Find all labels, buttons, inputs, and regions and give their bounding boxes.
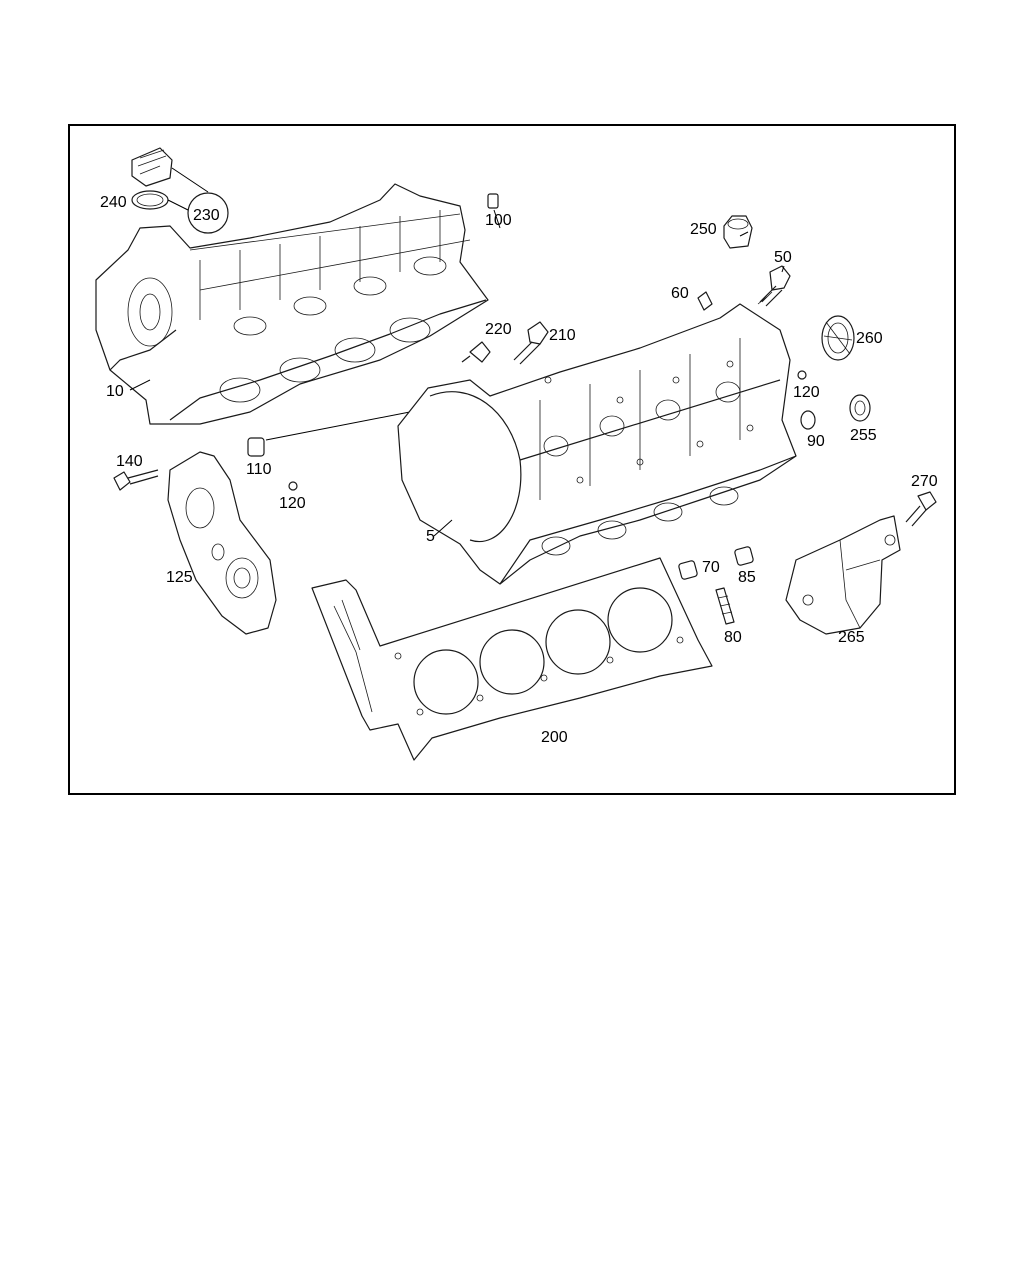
part-label-240: 240 (100, 194, 127, 211)
bracket-265[interactable] (785, 515, 901, 635)
oil-filler-cap[interactable] (131, 147, 173, 187)
part-label-265: 265 (838, 629, 865, 646)
part-label-230: 230 (193, 207, 220, 224)
part-label-50: 50 (774, 249, 792, 266)
plug-cap[interactable] (723, 215, 753, 249)
head-gasket-200[interactable] (311, 557, 713, 761)
part-label-120-right: 120 (793, 384, 820, 401)
part-label-125: 125 (166, 569, 193, 586)
part-label-60: 60 (671, 285, 689, 302)
left-cylinder-head[interactable] (95, 183, 489, 425)
part-label-85: 85 (738, 569, 756, 586)
part-label-5: 5 (426, 528, 435, 545)
part-label-90: 90 (807, 433, 825, 450)
callout-circle-230 (167, 167, 229, 234)
part-label-210: 210 (549, 327, 576, 344)
part-label-10: 10 (106, 383, 124, 400)
seal-ring[interactable] (131, 190, 169, 210)
part-label-260: 260 (856, 330, 883, 347)
part-label-70: 70 (702, 559, 720, 576)
right-cylinder-head[interactable] (397, 303, 797, 585)
ball-120-left[interactable] (288, 481, 298, 491)
dowel-pin-100[interactable] (487, 193, 499, 209)
sleeve-70[interactable] (678, 560, 698, 580)
part-label-220: 220 (485, 321, 512, 338)
part-label-140: 140 (116, 453, 143, 470)
sleeve-60[interactable] (697, 291, 713, 311)
bolt-140[interactable] (113, 469, 159, 491)
part-label-120-left: 120 (279, 495, 306, 512)
bolt-50[interactable] (757, 265, 791, 307)
sleeve-85[interactable] (734, 546, 754, 566)
part-label-255: 255 (850, 427, 877, 444)
bolt-220[interactable] (461, 341, 491, 363)
part-label-270: 270 (911, 473, 938, 490)
dowel-sleeve-110[interactable] (247, 409, 421, 457)
diagram-frame (68, 124, 956, 795)
bolt-270[interactable] (905, 491, 937, 527)
part-label-110: 110 (246, 461, 272, 478)
head-bolt-210[interactable] (513, 321, 549, 365)
part-label-80: 80 (724, 629, 742, 646)
stud-80[interactable] (715, 587, 735, 625)
timing-cover-125[interactable] (167, 451, 277, 635)
seal-255[interactable] (849, 394, 871, 422)
ball-120-right[interactable] (797, 370, 807, 380)
leader-lines (129, 209, 785, 537)
part-labels: 240 230 100 250 50 60 220 210 260 10 120… (100, 194, 938, 746)
sealing-ring-260[interactable] (821, 315, 855, 361)
part-label-200: 200 (541, 729, 568, 746)
part-label-250: 250 (690, 221, 717, 238)
plug-90[interactable] (800, 410, 816, 430)
part-label-100: 100 (485, 212, 512, 229)
